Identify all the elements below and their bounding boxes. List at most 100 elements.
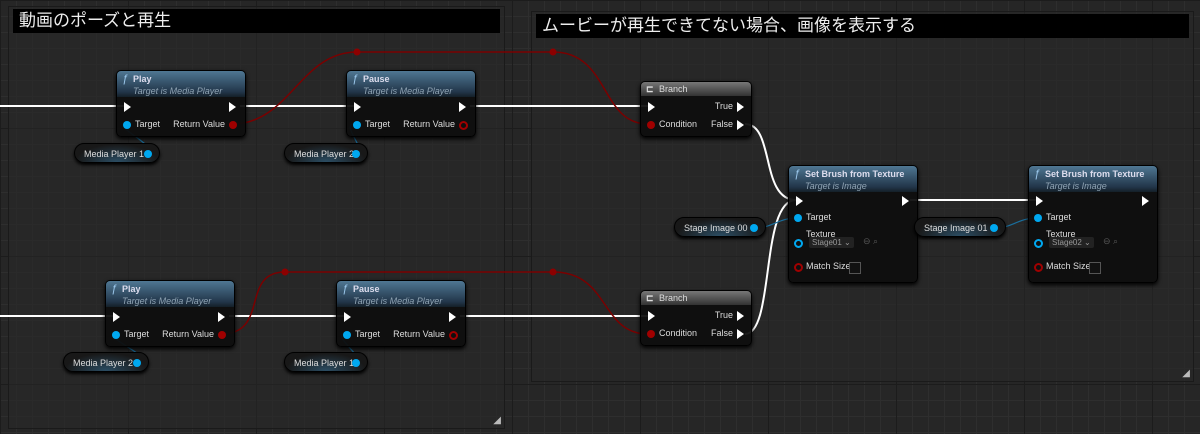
texture-value: Stage02 [1052,238,1082,247]
true-pin[interactable] [737,102,744,112]
node-title: Pause [363,74,390,84]
target-pin[interactable] [123,121,131,129]
true-label: True [714,310,733,320]
variable-output-pin[interactable] [990,224,998,232]
texture-dropdown[interactable]: Stage02 ⌄ [1049,237,1094,248]
exec-in-pin[interactable] [648,102,655,112]
function-icon: ƒ [111,283,118,295]
texture-label: Texture [1046,229,1076,239]
texture-dropdown[interactable]: Stage01 ⌄ [809,237,854,248]
false-pin[interactable] [737,120,744,130]
node-subtitle: Target is Media Player [122,296,212,306]
exec-in-pin[interactable] [124,102,131,112]
exec-out-pin[interactable] [229,102,236,112]
media-player-2-var[interactable]: Media Player 2 [63,352,149,372]
branch-icon: ⊏ [646,84,654,94]
target-label: Target [1046,212,1072,222]
exec-in-pin[interactable] [648,311,655,321]
bool-wire [220,271,649,335]
bool-wire [231,51,649,125]
node-title: Play [133,74,152,84]
return-value-pin[interactable] [449,331,458,340]
browse-search-icon[interactable]: ⌕ [1113,236,1119,246]
browse-search-icon[interactable]: ⌕ [873,236,879,246]
exec-out-pin[interactable] [459,102,466,112]
function-icon: ƒ [122,73,129,85]
node-title: Play [122,284,141,294]
exec-in-pin[interactable] [344,312,351,322]
condition-pin[interactable] [647,330,655,338]
object-wire [112,123,1037,364]
variable-output-pin[interactable] [352,359,360,367]
variable-output-pin[interactable] [750,224,758,232]
true-pin[interactable] [737,311,744,321]
exec-wire [744,123,1036,335]
exec-in-pin[interactable] [796,196,803,206]
texture-label: Texture [806,229,836,239]
function-icon: ƒ [794,168,801,180]
match-size-pin[interactable] [1034,263,1043,272]
exec-out-pin[interactable] [449,312,456,322]
target-pin[interactable] [1034,214,1042,222]
match-size-checkbox[interactable] [849,262,861,274]
media-player-2-var[interactable]: Media Player 2 [284,143,368,163]
target-pin[interactable] [112,331,120,339]
variable-label: Media Player 2 [294,149,355,159]
node-title: Set Brush from Texture [805,169,905,179]
exec-in-pin[interactable] [1036,196,1043,206]
exec-out-pin[interactable] [902,196,909,206]
return-value-pin[interactable] [218,331,226,339]
target-label: Target [124,329,150,339]
match-size-pin[interactable] [794,263,803,272]
stage-image-01-var[interactable]: Stage Image 01 [914,217,1006,237]
exec-in-pin[interactable] [354,102,361,112]
exec-out-pin[interactable] [218,312,225,322]
target-pin[interactable] [353,121,361,129]
return-value-label: Return Value [162,329,214,339]
match-size-label: Match Size [1046,261,1091,271]
comment-title: ムービーが再生できてない場合、画像を表示する [536,14,1189,38]
use-selected-icon[interactable]: ⊖ [863,236,871,246]
resize-grip-icon[interactable]: ◢ [493,415,501,426]
node-subtitle: Target is Media Player [363,86,453,96]
node-subtitle: Target is Media Player [133,86,223,96]
node-title: Branch [659,84,688,94]
condition-pin[interactable] [647,121,655,129]
use-selected-icon[interactable]: ⊖ [1103,236,1111,246]
return-value-pin[interactable] [459,121,468,130]
target-label: Target [355,329,381,339]
branch-icon: ⊏ [646,293,654,303]
true-label: True [714,101,733,111]
variable-output-pin[interactable] [144,150,152,158]
exec-in-pin[interactable] [113,312,120,322]
variable-output-pin[interactable] [352,150,360,158]
node-subtitle: Target is Image [805,181,867,191]
false-pin[interactable] [737,329,744,339]
target-pin[interactable] [343,331,351,339]
media-player-1-var[interactable]: Media Player 1 [74,143,160,163]
variable-output-pin[interactable] [133,359,141,367]
target-label: Target [135,119,161,129]
exec-out-pin[interactable] [1142,196,1149,206]
return-value-pin[interactable] [229,121,237,129]
stage-image-00-var[interactable]: Stage Image 00 [674,217,766,237]
variable-label: Media Player 1 [84,149,145,159]
texture-pin[interactable] [794,239,803,248]
match-size-checkbox[interactable] [1089,262,1101,274]
texture-pin[interactable] [1034,239,1043,248]
target-pin[interactable] [794,214,802,222]
node-title: Set Brush from Texture [1045,169,1145,179]
return-value-label: Return Value [393,329,445,339]
media-player-1-var[interactable]: Media Player 1 [284,352,368,372]
target-label: Target [806,212,832,222]
resize-grip-icon[interactable]: ◢ [1182,368,1190,379]
